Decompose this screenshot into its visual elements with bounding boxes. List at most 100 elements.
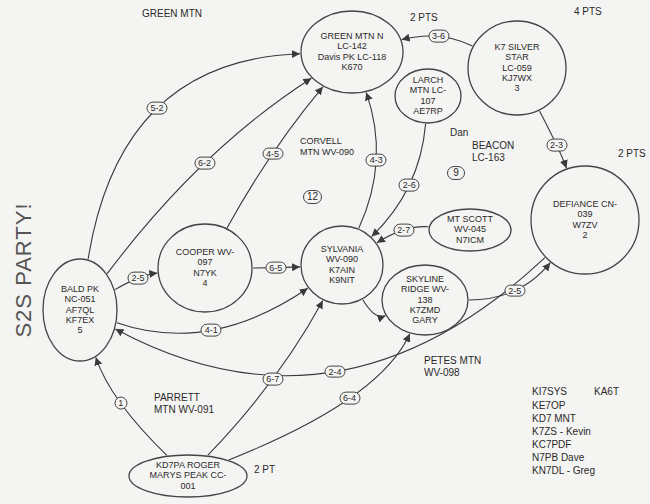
node-text-group: DEFIANCE CN-039W7ZV2	[547, 199, 624, 240]
edge-label: 5-2	[146, 102, 167, 115]
node-text: 5	[53, 326, 106, 336]
note-label: CORVELL MTN WV-090	[298, 136, 362, 158]
note-label: PARRETT MTN WV-091	[152, 392, 226, 416]
summit-name: K7 SILVER STAR	[482, 42, 552, 63]
node-text: AE7RP	[404, 106, 452, 116]
edge-label: 2-5	[128, 272, 149, 285]
node-text-group: COOPER WV-097N7YK4	[171, 247, 238, 288]
node-text: KF7EX	[53, 315, 106, 325]
edge-label: 2-3	[546, 138, 567, 151]
node-text: K9NIT	[313, 275, 372, 285]
summit-circle: SKYLINE RIDGE WV-138K7ZMDGARY	[381, 264, 469, 336]
summit-circle: MT SCOTT WV-045N7ICM	[428, 208, 512, 252]
edge-label: 2-6	[399, 179, 420, 192]
summit-name: GREEN MTN N LC-142	[316, 31, 389, 52]
note-label: PETES MTN WV-098	[422, 355, 492, 379]
connector-line	[107, 78, 311, 274]
roster-entry: KI7SYS	[530, 386, 569, 398]
connector-line	[469, 263, 550, 300]
edge-label: 6-7	[262, 373, 283, 386]
node-text: K7ZMD	[394, 305, 456, 315]
summit-name: SKYLINE RIDGE WV-138	[394, 274, 456, 305]
circle-outline	[301, 11, 403, 93]
circle-outline	[43, 259, 117, 361]
node-text: W7ZV	[547, 220, 624, 230]
summit-circle: LARCH MTN LC-107AE7RP	[394, 68, 462, 124]
node-text: KJ7WX	[482, 73, 552, 83]
edge-label: 2-7	[393, 223, 414, 236]
node-text: K670	[316, 62, 389, 72]
summit-name: KD7PA ROGER	[146, 460, 230, 470]
roster-entry: N7PB Dave	[530, 452, 586, 464]
roster-entry: KC7PDF	[530, 439, 573, 451]
node-text-group: LARCH MTN LC-107AE7RP	[404, 75, 452, 116]
edge-label: 2-5	[504, 284, 525, 297]
circle-outline	[158, 224, 252, 312]
node-text: 2	[547, 230, 624, 240]
node-text-group: BALD PK NC-051AF7QLKF7EX5	[53, 284, 106, 336]
circle-outline	[382, 265, 468, 335]
node-text-group: SKYLINE RIDGE WV-138K7ZMDGARY	[394, 274, 456, 326]
edge-label: 1	[114, 397, 127, 410]
summit-name: COOPER WV-097	[171, 247, 238, 268]
circle-outline	[531, 166, 639, 274]
edge-label: 6-2	[194, 157, 215, 170]
roster-entry: KN7DL - Greg	[530, 465, 597, 477]
callout-number: 12	[303, 190, 322, 204]
connector-line	[540, 111, 567, 168]
note-label: Dan	[448, 127, 470, 139]
node-text-group: MT SCOTT WV-045N7ICM	[441, 214, 500, 245]
node-text: 4	[171, 278, 238, 288]
circle-outline	[129, 455, 247, 497]
summit-circle: KD7PA ROGERMARYS PEAK CC-001	[128, 454, 248, 498]
note-label: 4 PTS	[572, 6, 604, 18]
node-text: MARYS PEAK CC-001	[146, 471, 230, 492]
summit-name: DEFIANCE CN-039	[547, 199, 624, 220]
note-label: 2 PTS	[616, 148, 648, 160]
node-text: GARY	[394, 316, 456, 326]
circle-outline	[468, 21, 566, 115]
note-label: BEACON LC-163	[470, 140, 526, 164]
edge-label: 4-1	[201, 324, 222, 337]
roster-entry: K7ZS - Kevin	[530, 426, 593, 438]
note-label: 2 PT	[252, 464, 277, 476]
summit-name: MT SCOTT WV-045	[441, 214, 500, 235]
callout-number: 9	[447, 166, 465, 180]
node-text: K7AIN	[313, 265, 372, 275]
connector-line	[229, 334, 410, 460]
connector-line	[372, 124, 426, 237]
node-text-group: KD7PA ROGERMARYS PEAK CC-001	[146, 460, 230, 491]
summit-name: LARCH MTN LC-107	[404, 75, 452, 106]
diagram-title: S2S PARTY!	[11, 202, 37, 337]
summit-circle: DEFIANCE CN-039W7ZV2	[530, 165, 640, 275]
summit-circle: K7 SILVER STARLC-059KJ7WX3	[467, 20, 567, 116]
summit-circle: SYLVANIA WV-090K7AINK9NIT	[300, 225, 384, 305]
node-text: LC-059	[482, 63, 552, 73]
edge-label: 4-3	[366, 154, 387, 167]
edge-label: 4-5	[262, 147, 283, 160]
edge-label: 2-4	[325, 365, 346, 378]
edge-label: 3-6	[428, 30, 449, 43]
edge-label: 6-5	[265, 261, 286, 274]
node-text: AF7QL	[53, 305, 106, 315]
note-label: GREEN MTN	[140, 8, 204, 20]
roster-entry: KD7 MNT	[530, 413, 578, 425]
summit-circle: BALD PK NC-051AF7QLKF7EX5	[42, 258, 118, 362]
summit-name: SYLVANIA WV-090	[313, 244, 372, 265]
roster-entry: KE7OP	[530, 400, 567, 412]
node-text: N7YK	[171, 268, 238, 278]
edge-label: 6-4	[339, 392, 360, 405]
circle-outline	[429, 209, 511, 251]
node-text: Davis PK LC-118	[316, 52, 389, 62]
circle-outline	[395, 69, 461, 123]
summit-name: BALD PK NC-051	[53, 284, 106, 305]
node-text-group: GREEN MTN N LC-142Davis PK LC-118K670	[316, 31, 389, 72]
connector-line	[88, 54, 300, 259]
circle-outline	[301, 226, 383, 304]
node-text: 3	[482, 84, 552, 94]
summit-circle: COOPER WV-097N7YK4	[157, 223, 253, 313]
note-label: 2 PTS	[408, 12, 440, 24]
summit-circle: GREEN MTN N LC-142Davis PK LC-118K670	[300, 10, 404, 94]
connector-line	[208, 301, 323, 456]
